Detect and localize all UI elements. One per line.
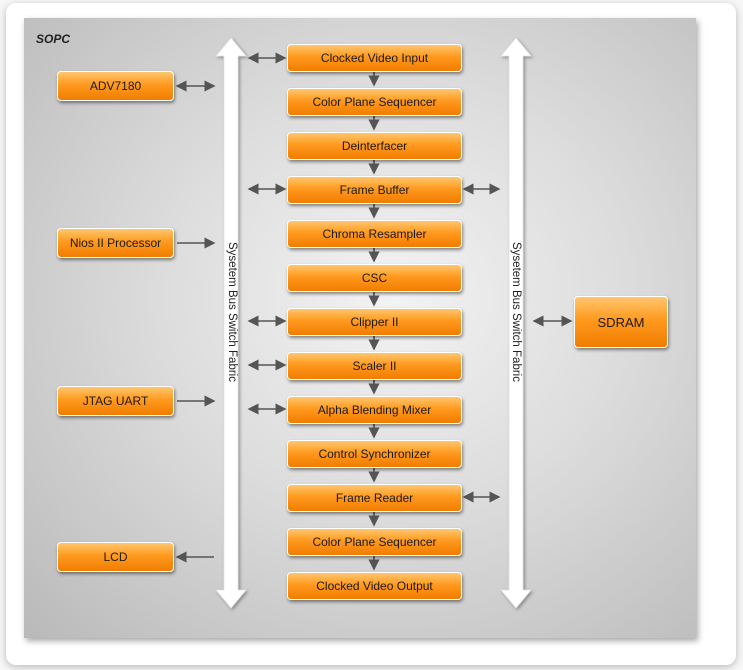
left-bus-label: Sysetem Bus Switch Fabric: [226, 242, 238, 382]
clocked-video-input-block: Clocked Video Input: [287, 44, 462, 72]
control-synchronizer-block: Control Synchronizer: [287, 440, 462, 468]
frame-reader-block: Frame Reader: [287, 484, 462, 512]
chroma-resampler-block: Chroma Resampler: [287, 220, 462, 248]
left-system-bus: [215, 37, 247, 609]
lcd-block: LCD: [57, 542, 174, 572]
clipper-ii-block: Clipper II: [287, 308, 462, 336]
csc-block: CSC: [287, 264, 462, 292]
sdram-block: SDRAM: [574, 296, 668, 348]
color-plane-sequencer-2-block: Color Plane Sequencer: [287, 528, 462, 556]
clocked-video-output-block: Clocked Video Output: [287, 572, 462, 600]
jtag-uart-block: JTAG UART: [57, 386, 174, 416]
frame-buffer-block: Frame Buffer: [287, 176, 462, 204]
scaler-ii-block: Scaler II: [287, 352, 462, 380]
deinterfacer-block: Deinterfacer: [287, 132, 462, 160]
right-bus-label: Sysetem Bus Switch Fabric: [510, 242, 522, 382]
alpha-blending-mixer-block: Alpha Blending Mixer: [287, 396, 462, 424]
color-plane-sequencer-block: Color Plane Sequencer: [287, 88, 462, 116]
nios-processor-block: Nios II Processor: [57, 228, 174, 258]
adv7180-block: ADV7180: [57, 71, 174, 101]
sopc-label: SOPC: [36, 32, 71, 46]
right-system-bus: [500, 37, 532, 609]
